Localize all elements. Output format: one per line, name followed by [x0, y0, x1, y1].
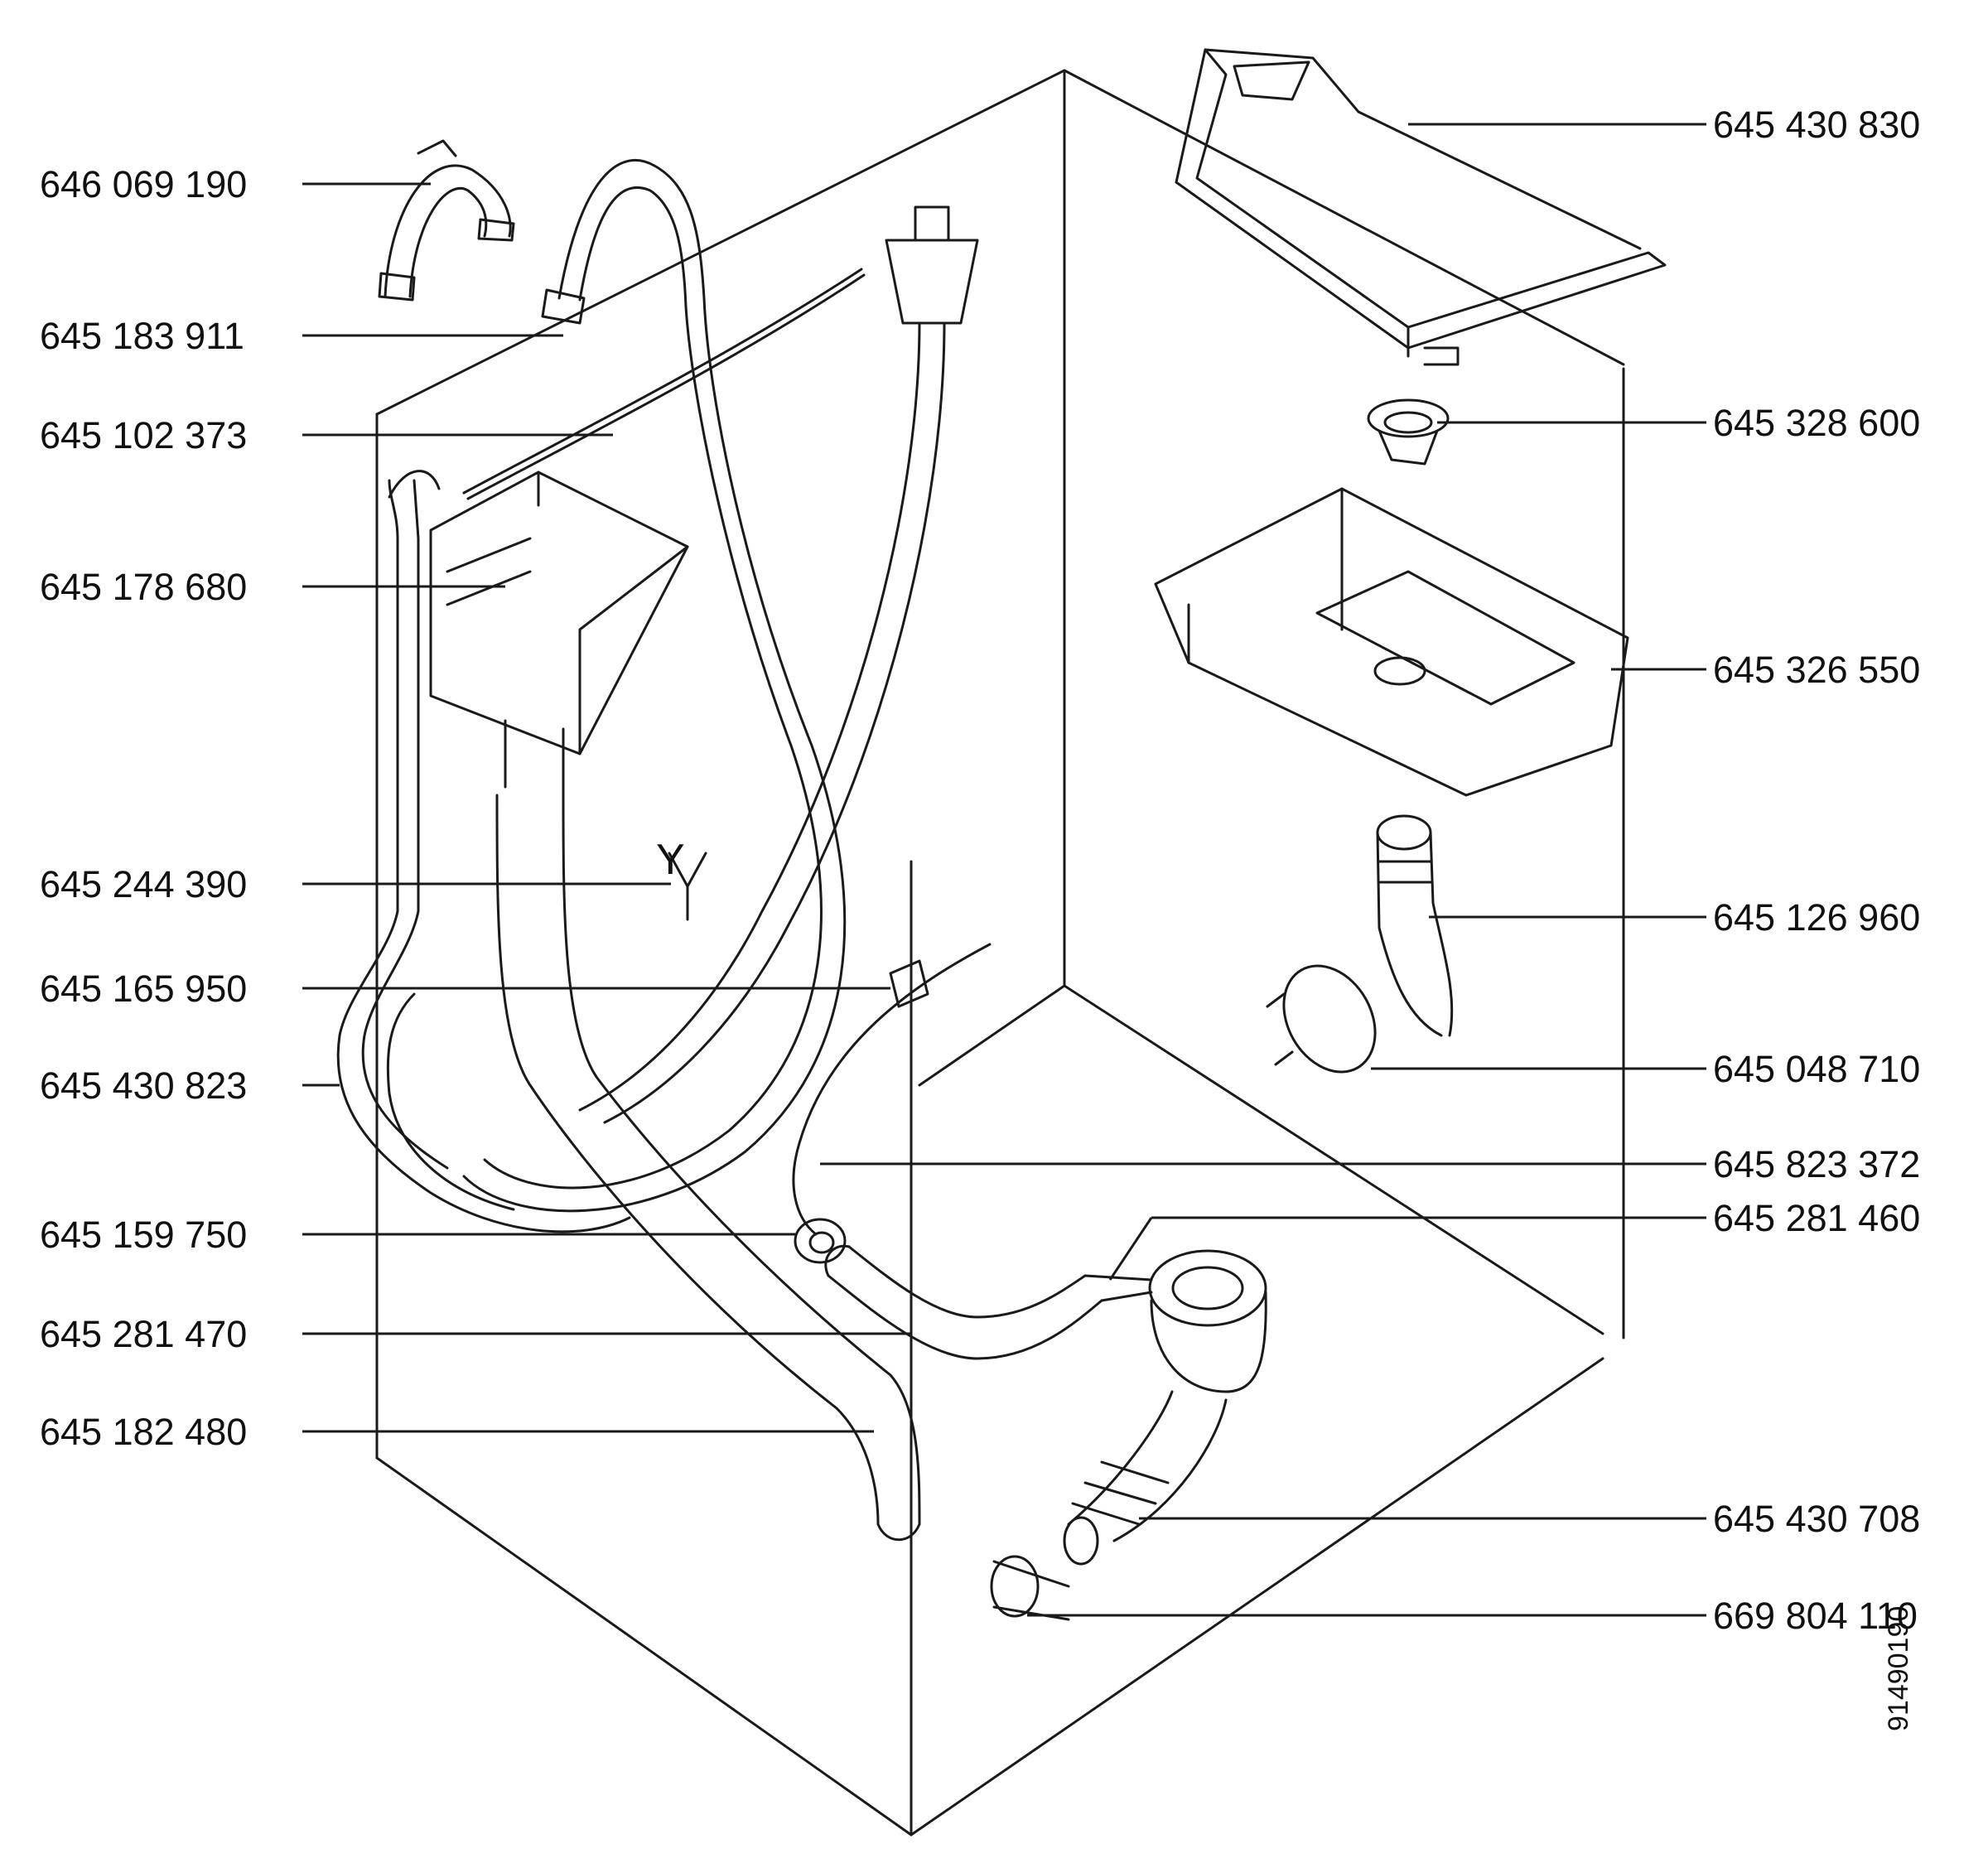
cabinet-frame — [375, 69, 1625, 1836]
left-vertical-hoses — [336, 470, 631, 1233]
drain-elbow-hose — [824, 1244, 1103, 1360]
part-label-right-3: 645 326 550 — [1713, 649, 1921, 691]
corrugated-hose — [1063, 1390, 1228, 1566]
detergent-dispenser-box — [429, 471, 921, 1542]
part-label-right-7: 645 281 460 — [1713, 1197, 1921, 1239]
grommet — [794, 1218, 847, 1264]
part-label-left-3: 645 102 373 — [40, 414, 248, 456]
detergent-tray — [1154, 487, 1629, 797]
part-label-right-1: 645 430 830 — [1713, 104, 1921, 146]
part-label-left-10: 645 182 480 — [40, 1411, 248, 1453]
flap-disk — [1266, 964, 1377, 1074]
inlet-valve-hose — [578, 205, 979, 1124]
part-label-left-9: 645 281 470 — [40, 1313, 248, 1355]
part-label-right-5: 645 048 710 — [1713, 1048, 1921, 1090]
drawing-code: 91490190 — [1883, 1605, 1914, 1731]
thin-tube — [462, 268, 866, 500]
part-label-left-4: 645 178 680 — [40, 566, 248, 608]
hose-clamp — [990, 1555, 1070, 1621]
top-cover-panel — [1175, 48, 1667, 366]
part-label-left-8: 645 159 750 — [40, 1214, 248, 1256]
thin-cable — [792, 943, 992, 1236]
ring-seal — [1367, 398, 1450, 466]
part-label-left-6: 645 165 950 — [40, 968, 248, 1010]
outlet-spout — [1376, 814, 1454, 1037]
y-connector — [668, 852, 707, 921]
part-label-right-6: 645 823 372 — [1713, 1143, 1921, 1185]
drain-pump-sump — [1083, 1249, 1267, 1393]
part-label-right-9: 669 804 110 — [1713, 1595, 1918, 1637]
part-label-left-2: 645 183 911 — [40, 315, 244, 357]
part-label-left-1: 646 069 190 — [40, 163, 248, 205]
y-connector-mark: Y — [656, 836, 685, 884]
inlet-hose-loop — [462, 158, 847, 1213]
hose-holder-part — [378, 139, 515, 302]
part-label-left-5: 645 244 390 — [40, 863, 248, 905]
part-label-right-8: 645 430 708 — [1713, 1498, 1921, 1540]
leader-lines — [302, 123, 1706, 1617]
part-label-right-4: 645 126 960 — [1713, 896, 1921, 939]
part-label-right-2: 645 328 600 — [1713, 402, 1921, 444]
part-label-left-7: 645 430 823 — [40, 1064, 248, 1107]
